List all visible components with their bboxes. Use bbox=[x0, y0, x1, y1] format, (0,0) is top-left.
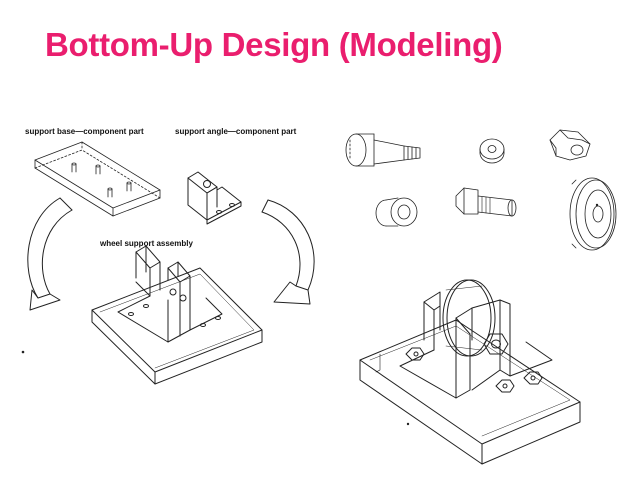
wheel-support-assembly bbox=[91, 245, 263, 385]
wheel-assembly-label: wheel support assembly bbox=[99, 239, 193, 248]
support-angle-part bbox=[187, 171, 242, 225]
hex-nut-part bbox=[549, 129, 591, 161]
pulley-wheel-part bbox=[569, 177, 617, 251]
support-base-label: support base—component part bbox=[25, 127, 144, 136]
bushing-part bbox=[375, 197, 418, 227]
support-base-part bbox=[34, 141, 161, 217]
support-angle-label: support angle—component part bbox=[175, 127, 297, 136]
slide-title: Bottom-Up Design (Modeling) bbox=[45, 26, 503, 63]
left-curved-arrow bbox=[27, 197, 73, 311]
hex-bolt-part bbox=[455, 187, 517, 217]
washer-part bbox=[479, 138, 505, 164]
right-curved-arrow bbox=[261, 199, 315, 305]
assembled-pulley-unit bbox=[359, 279, 581, 465]
shoulder-bolt-part bbox=[345, 133, 421, 167]
